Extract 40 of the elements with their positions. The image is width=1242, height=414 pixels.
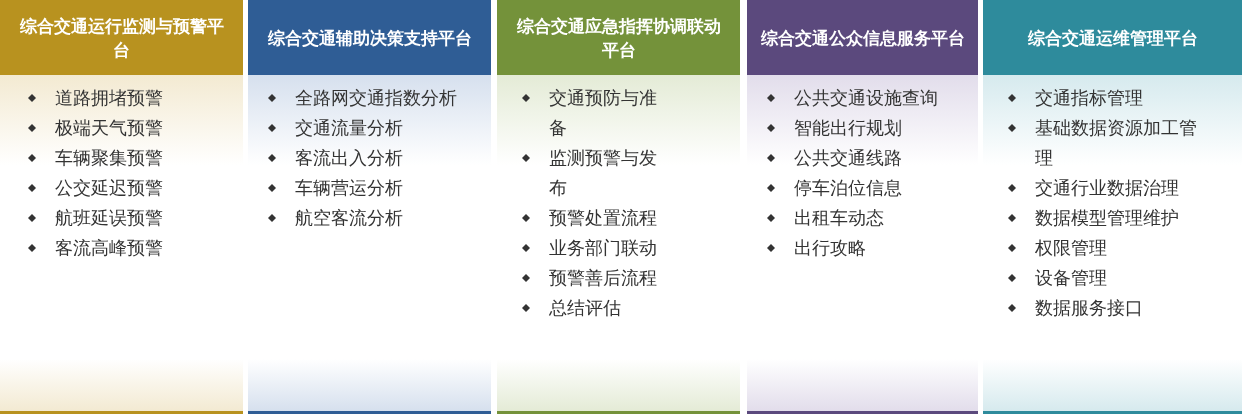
- column-title: 综合交通辅助决策支持平台: [267, 26, 472, 50]
- list-item: 总结评估: [549, 297, 621, 318]
- list-item: 监测预警与发布: [549, 147, 657, 198]
- list-item: 交通行业数据治理: [1035, 177, 1179, 198]
- list-item: 预警处置流程: [549, 207, 657, 228]
- list-item: 基础数据资源加工管理: [1035, 117, 1197, 168]
- list-item: 车辆营运分析: [295, 177, 403, 198]
- list-item: 公共交通设施查询: [794, 87, 938, 108]
- list-item: 设备管理: [1035, 267, 1107, 288]
- platform-column: [983, 0, 1242, 414]
- list-item: 公共交通线路: [794, 147, 902, 168]
- list-item: 出行攻略: [794, 237, 866, 258]
- list-item: 数据模型管理维护: [1035, 207, 1179, 228]
- list-item: 航空客流分析: [295, 207, 403, 228]
- list-item: 交通流量分析: [295, 117, 403, 138]
- list-item: 预警善后流程: [549, 267, 657, 288]
- list-item: 业务部门联动: [549, 237, 657, 258]
- platform-column: [248, 0, 491, 414]
- column-title: 综合交通运行监测与预警平台: [18, 14, 225, 62]
- platform-column: [0, 0, 243, 414]
- list-item: 客流出入分析: [295, 147, 403, 168]
- list-item: 航班延误预警: [55, 207, 163, 228]
- list-item: 道路拥堵预警: [55, 87, 163, 108]
- list-item: 交通预防与准备: [549, 87, 657, 138]
- column-title: 综合交通运维管理平台: [1027, 26, 1198, 50]
- list-item: 权限管理: [1035, 237, 1107, 258]
- list-item: 数据服务接口: [1035, 297, 1143, 318]
- list-item: 极端天气预警: [55, 117, 163, 138]
- platform-column: [747, 0, 978, 414]
- platform-column: [497, 0, 740, 414]
- list-item: 停车泊位信息: [794, 177, 902, 198]
- list-item: 出租车动态: [794, 207, 884, 228]
- column-title: 综合交通公众信息服务平台: [760, 26, 965, 50]
- list-item: 交通指标管理: [1035, 87, 1143, 108]
- column-title: 综合交通应急指挥协调联动平台: [515, 14, 722, 62]
- list-item: 全路网交通指数分析: [295, 87, 457, 108]
- list-item: 智能出行规划: [794, 117, 902, 138]
- list-item: 公交延迟预警: [55, 177, 163, 198]
- list-item: 客流高峰预警: [55, 237, 163, 258]
- list-item: 车辆聚集预警: [55, 147, 163, 168]
